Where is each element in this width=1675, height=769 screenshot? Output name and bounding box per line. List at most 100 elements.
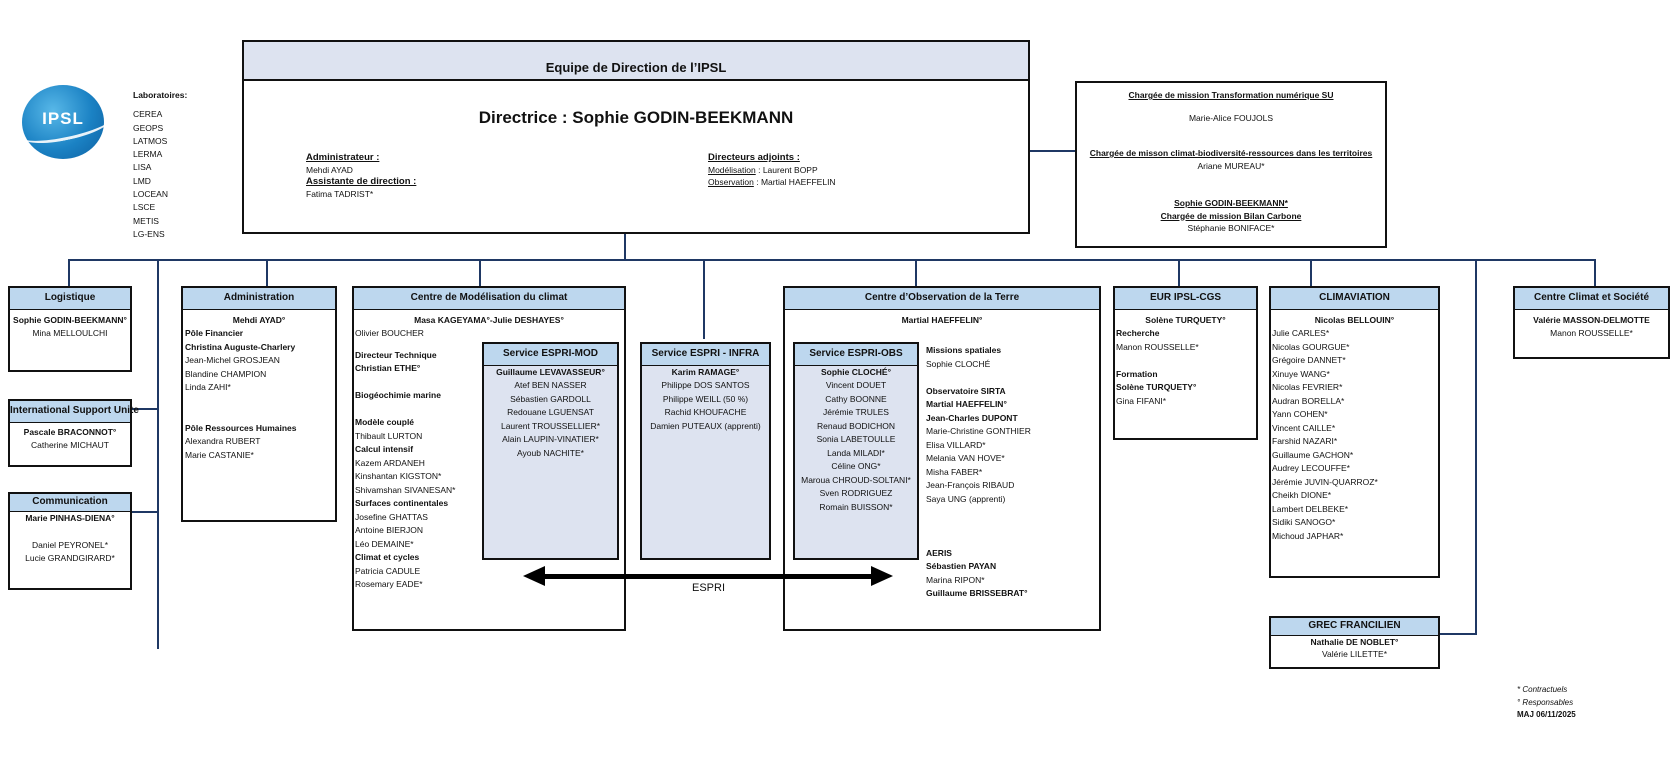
communication-title: Communication	[10, 494, 130, 512]
cot-line: AERIS	[926, 547, 952, 558]
logo-text: IPSL	[42, 109, 84, 128]
logistique-line: Mina MELLOULCHI	[32, 328, 108, 338]
administration-line: Christina Auguste-Charlery	[185, 341, 296, 352]
espri-infra-box: Service ESPRI - INFRA Karim RAMAGE° Phil…	[640, 342, 771, 560]
espri-obs-box: Service ESPRI-OBS Sophie CLOCHÉ° Vincent…	[793, 342, 919, 560]
cmc-title: Centre de Modélisation du climat	[354, 288, 624, 310]
espri-infra-line: Philippe DOS SANTOS	[661, 380, 750, 390]
administration-line: Pôle Ressources Humaines	[185, 422, 297, 433]
deputies-block: Directeurs adjoints : Modélisation : Lau…	[708, 152, 836, 188]
eur-line	[1116, 354, 1256, 368]
cot-line: Observatoire SIRTA	[926, 385, 1006, 396]
legend-responsables: ° Responsables	[1517, 697, 1574, 707]
cmc-line: Climat et cycles	[355, 552, 420, 562]
espri-mod-box: Service ESPRI-MOD Guillaume LEVAVASSEUR°…	[482, 342, 619, 560]
cot-head: Martial HAEFFELIN°	[901, 314, 983, 325]
lab-item: LATMOS	[133, 135, 168, 146]
espri-mod-line: Alain LAUPIN-VINATIER*	[502, 434, 599, 444]
mission-2-name: Ariane MUREAU*	[1197, 160, 1265, 171]
climaviation-line: Vincent CAILLE*	[1272, 422, 1336, 433]
cot-line: Melania VAN HOVE*	[926, 453, 1005, 463]
direction-title: Equipe de Direction de l’IPSL	[244, 42, 1028, 81]
lab-item: LISA	[133, 162, 152, 173]
logistique-title: Logistique	[10, 288, 130, 310]
climaviation-box: CLIMAVIATION Nicolas BELLOUIN° Julie CAR…	[1269, 286, 1440, 578]
cot-line: Marie-Christine GONTHIER	[926, 426, 1031, 436]
climaviation-head: Nicolas BELLOUIN°	[1314, 314, 1395, 325]
cot-line: Guillaume BRISSEBRAT°	[926, 588, 1028, 598]
climaviation-line: Audran BORELLA*	[1272, 395, 1345, 406]
espri-infra-title: Service ESPRI - INFRA	[642, 344, 769, 366]
cmc-line: Modèle couplé	[355, 417, 415, 427]
cmc-line: Kazem ARDANEH	[355, 457, 425, 468]
lab-item: LERMA	[133, 149, 163, 160]
ccs-line: Valérie MASSON-DELMOTTE	[1533, 314, 1650, 325]
logistique-box: Logistique Sophie GODIN-BEEKMANN° Mina M…	[8, 286, 132, 372]
mission-1-title: Chargée de mission Transformation numéri…	[1128, 90, 1334, 100]
espri-obs-line: Céline ONG*	[831, 461, 881, 471]
communication-line	[10, 525, 130, 539]
administration-box: Administration Mehdi AYAD° Pôle Financie…	[181, 286, 337, 522]
cot-line: Misha FABER*	[926, 466, 983, 477]
legend: * Contractuels ° Responsables MAJ 06/11/…	[1517, 684, 1576, 722]
cmc-line: Kinshantan KIGSTON*	[355, 471, 442, 481]
cot-line: Sébastien PAYAN	[926, 561, 997, 571]
lab-item: GEOPS	[133, 122, 164, 133]
espri-mod-title: Service ESPRI-MOD	[484, 344, 617, 366]
espri-obs-line: Sonia LABETOULLE	[816, 434, 896, 444]
assistant-label: Assistante de direction :	[306, 176, 417, 187]
climaviation-line: Lambert DELBEKE*	[1272, 503, 1349, 514]
cmc-line: Christian ETHE°	[355, 363, 421, 373]
labs-title: Laboratoires:	[133, 90, 188, 100]
isu-line: Pascale BRACONNOT°	[23, 426, 117, 437]
climaviation-line: Audrey LECOUFFE*	[1272, 463, 1350, 473]
climaviation-line: Cheikh DIONE*	[1272, 490, 1332, 500]
eur-line: Gina FIFANI*	[1116, 395, 1167, 406]
espri-obs-line: Romain BUISSON*	[819, 501, 893, 512]
cot-title: Centre d’Observation de la Terre	[785, 288, 1099, 310]
communication-line: Lucie GRANDGIRARD*	[25, 553, 115, 563]
espri-mod-line: Ayoub NACHITE*	[517, 447, 584, 458]
ipsl-logo: IPSL	[18, 85, 114, 159]
administration-line: Linda ZAHI*	[185, 382, 231, 392]
grec-box: GREC FRANCILIEN Nathalie DE NOBLET° Valé…	[1269, 616, 1440, 669]
arrow-left-head	[523, 566, 545, 586]
espri-obs-title: Service ESPRI-OBS	[795, 344, 917, 366]
isu-line: Catherine MICHAUT	[31, 440, 109, 450]
eur-title: EUR IPSL-CGS	[1115, 288, 1256, 310]
lab-item: LMD	[133, 175, 151, 186]
modelisation-name: : Laurent BOPP	[758, 165, 818, 175]
grec-line: Valérie LILETTE*	[1321, 648, 1388, 659]
cot-line: Jean-François RIBAUD	[926, 480, 1015, 490]
climaviation-line: Yann COHEN*	[1272, 409, 1328, 419]
deputies-label: Directeurs adjoints :	[708, 152, 800, 163]
mission-3-title: Chargée de mission Bilan Carbone	[1160, 210, 1302, 221]
cmc-line: Biogéochimie marine	[355, 390, 441, 400]
cot-line: Sophie CLOCHÉ	[926, 358, 991, 369]
eur-line: Solène TURQUETY°	[1116, 382, 1197, 392]
espri-mod-line: Sébastien GARDOLL	[510, 393, 591, 404]
lab-item: LOCEAN	[133, 189, 168, 200]
mission-2-title: Chargée de misson climat-biodiversité-re…	[1089, 148, 1373, 158]
cmc-line: Antoine BIERJON	[355, 525, 424, 535]
admin-name: Mehdi AYAD	[306, 165, 353, 175]
cmc-line: Josefine GHATTAS	[355, 511, 428, 522]
communication-line: Daniel PEYRONEL*	[31, 539, 109, 550]
cmc-line: Shivamshan SIVANESAN*	[355, 484, 456, 495]
ccs-line: Manon ROUSSELLE*	[1550, 328, 1633, 338]
espri-mod-line: Redouane LGUENSAT	[507, 407, 594, 417]
espri-mod-line: Guillaume LEVAVASSEUR°	[496, 366, 605, 377]
administration-head: Mehdi AYAD°	[232, 314, 286, 325]
mission-3-name-u: Sophie GODIN-BEEKMANN*	[1174, 198, 1288, 208]
administration-line	[185, 408, 335, 422]
espri-obs-line: Renaud BODICHON	[817, 420, 895, 431]
modelisation-label: Modélisation	[708, 165, 756, 175]
observation-label: Observation	[708, 177, 754, 187]
grec-line: Nathalie DE NOBLET°	[1310, 636, 1399, 647]
administration-line: Pôle Financier	[185, 328, 244, 338]
climaviation-line: Jérémie JUVIN-QUARROZ*	[1272, 476, 1378, 487]
climaviation-line: Xinuye WANG*	[1272, 368, 1330, 379]
espri-infra-line: Rachid KHOUFACHE	[664, 407, 747, 417]
espri-obs-line: Sven RODRIGUEZ	[819, 488, 893, 498]
espri-label: ESPRI	[692, 582, 726, 594]
